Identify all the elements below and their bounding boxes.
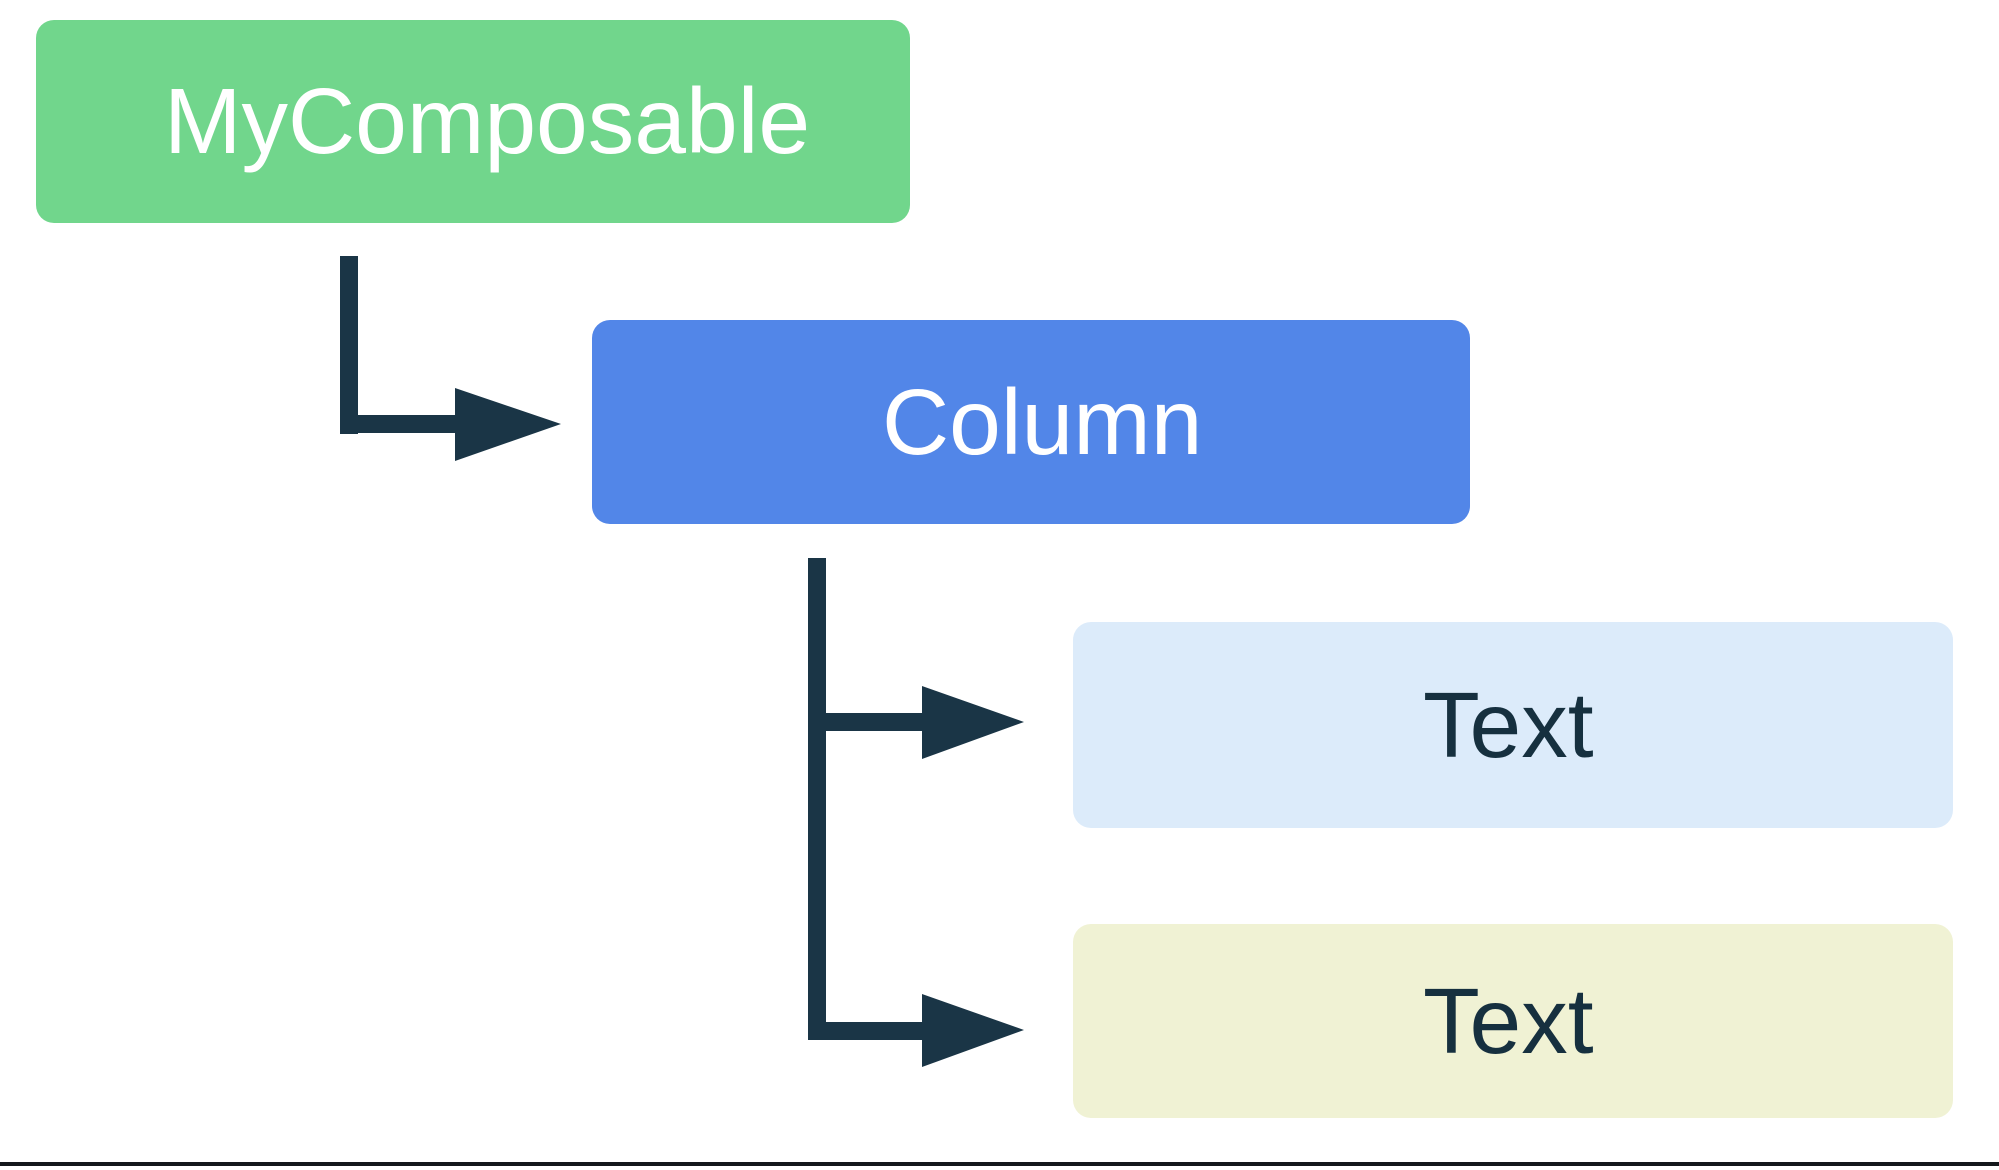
node-text-1[interactable]: Text	[1073, 622, 1953, 828]
edge-root-to-column	[340, 256, 561, 461]
arrowhead-icon	[922, 994, 1024, 1067]
bottom-divider	[0, 1162, 1999, 1166]
node-text-2[interactable]: Text	[1073, 924, 1953, 1118]
edge-column-to-texts	[808, 558, 1024, 1067]
node-column[interactable]: Column	[592, 320, 1470, 524]
node-text-1-label: Text	[1423, 672, 1594, 777]
edge-column-to-text-1	[808, 686, 1024, 759]
arrowhead-icon	[922, 686, 1024, 759]
edge-column-to-text-2	[808, 994, 1024, 1067]
arrowhead-icon	[455, 388, 561, 461]
node-column-label: Column	[882, 369, 1203, 474]
node-my-composable[interactable]: MyComposable	[36, 20, 910, 223]
node-my-composable-label: MyComposable	[164, 69, 811, 173]
node-text-2-label: Text	[1423, 968, 1594, 1073]
